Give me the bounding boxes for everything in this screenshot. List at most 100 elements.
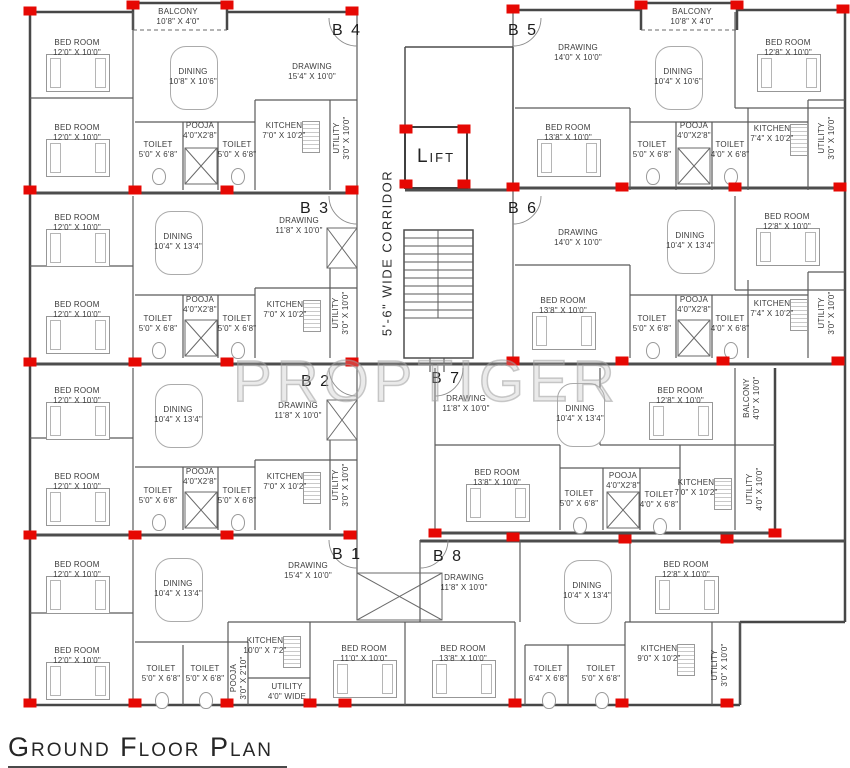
room-label: Toilet5'0" X 6'8" <box>139 486 178 506</box>
bed-icon <box>532 312 596 350</box>
kitchen-counter-icon <box>790 299 808 331</box>
column-marker <box>508 698 522 708</box>
room-dimensions: 11'8" X 10'0" <box>440 583 488 592</box>
room-name: Kitchen <box>265 121 303 130</box>
room-label: Pooja4'0"X2'8" <box>677 295 711 315</box>
column-marker <box>220 698 234 708</box>
column-marker <box>730 0 744 10</box>
room-name: Toilet <box>715 140 745 149</box>
room-name: Utility <box>745 473 754 505</box>
column-marker <box>345 357 359 367</box>
room-name: Kitchen <box>753 299 791 308</box>
toilet-icon <box>152 514 166 531</box>
room-label: Balcony4'0" X 10'0" <box>742 376 762 419</box>
column-marker <box>716 356 730 366</box>
room-name: Dining <box>163 232 193 241</box>
room-name: Toilet <box>564 489 594 498</box>
column-marker <box>615 356 629 366</box>
room-name: Drawing <box>279 216 319 225</box>
room-name: Pooja <box>679 121 709 130</box>
room-name: Drawing <box>558 228 598 237</box>
room-name: Utility <box>331 297 340 329</box>
dining-table-icon <box>667 210 715 274</box>
column-marker <box>506 356 520 366</box>
column-marker <box>23 698 37 708</box>
room-name: Utility <box>817 122 826 154</box>
column-marker <box>399 124 413 134</box>
room-name: Utility <box>332 122 341 154</box>
room-dimensions: 12'0" X 10'0" <box>53 310 101 319</box>
room-label: Toilet5'0" X 6'8" <box>218 140 257 160</box>
room-label: Drawing14'0" X 10'0" <box>554 228 602 248</box>
column-marker <box>343 530 357 540</box>
room-name: Balcony <box>158 7 198 16</box>
lift-shaft <box>404 46 514 189</box>
room-dimensions: 10'4" X 13'4" <box>563 591 611 600</box>
column-marker <box>634 0 648 10</box>
room-dimensions: 5'0" X 6'8" <box>138 150 178 159</box>
room-dimensions: 5'0" X 6'8" <box>581 674 621 683</box>
room-label: Kitchen7'4" X 10'2" <box>750 299 793 319</box>
column-marker <box>836 4 850 14</box>
toilet-icon <box>199 692 213 709</box>
corridor-label: 5'-6" WIDE CORRIDOR <box>379 169 395 337</box>
room-dimensions: 12'0" X 10'0" <box>53 482 101 491</box>
room-dimensions: 5'0" X 6'8" <box>185 674 225 683</box>
toilet-icon <box>595 692 609 709</box>
bed-icon <box>655 576 719 614</box>
column-marker <box>338 698 352 708</box>
room-dimensions: 12'8" X 10'0" <box>763 222 811 231</box>
room-label: Drawing11'8" X 10'0" <box>274 401 321 421</box>
room-label: Kitchen7'0" X 10'2" <box>263 472 306 492</box>
room-label: Bed Room12'0" X 10'0" <box>53 386 101 406</box>
room-dimensions: 12'0" X 10'0" <box>53 48 101 57</box>
room-dimensions: 3'0" X 2'10" <box>239 656 248 700</box>
room-name: Utility <box>817 297 826 329</box>
room-label: Drawing11'8" X 10'0" <box>440 573 487 593</box>
room-dimensions: 12'8" X 10'0" <box>764 48 812 57</box>
room-dimensions: 11'8" X 10'0" <box>274 411 322 420</box>
room-name: Drawing <box>292 62 332 71</box>
room-dimensions: 5'0" X 6'8" <box>559 499 599 508</box>
room-name: Dining <box>663 67 693 76</box>
room-label: Utility4'0" X 10'0" <box>745 467 765 510</box>
room-dimensions: 4'0"X2'8" <box>606 481 640 490</box>
kitchen-counter-icon <box>303 300 321 332</box>
room-name: Drawing <box>446 394 486 403</box>
room-dimensions: 10'8" X 10'6" <box>169 77 217 86</box>
column-marker <box>506 532 520 542</box>
room-name: Toilet <box>143 314 173 323</box>
room-label: Bed Room12'0" X 10'0" <box>53 213 101 233</box>
room-label: Utility3'0" X 10'0" <box>331 291 351 334</box>
room-name: Kitchen <box>640 644 678 653</box>
column-marker <box>23 6 37 16</box>
unit-label-b3: B 3 <box>299 200 331 217</box>
room-label: Toilet4'0" X 6'8" <box>711 140 750 160</box>
room-label: Kitchen7'4" X 10'2" <box>750 124 793 144</box>
room-dimensions: 10'4" X 13'4" <box>154 415 202 424</box>
room-name: Bed Room <box>341 644 387 653</box>
staircase <box>403 229 474 359</box>
room-label: Toilet4'0" X 6'8" <box>711 314 750 334</box>
column-marker <box>345 185 359 195</box>
room-dimensions: 10'4" X 13'4" <box>556 414 604 423</box>
column-marker <box>457 124 471 134</box>
room-label: Dining10'4" X 13'4" <box>154 405 202 425</box>
room-name: Bed Room <box>54 560 100 569</box>
room-dimensions: 4'0" Wide <box>267 692 307 701</box>
bed-icon <box>757 54 821 92</box>
room-label: Toilet5'0" X 6'8" <box>560 489 599 509</box>
room-dimensions: 10'4" X 13'4" <box>154 242 202 251</box>
room-name: Drawing <box>444 573 484 582</box>
room-dimensions: 13'8" X 10'0" <box>439 654 487 663</box>
room-name: Dining <box>163 405 193 414</box>
room-label: Toilet5'0" X 6'8" <box>218 314 257 334</box>
room-label: Kitchen9'0" X 10'2" <box>637 644 680 664</box>
bed-icon <box>46 139 110 177</box>
room-name: Bed Room <box>663 560 709 569</box>
room-dimensions: 9'0" X 10'2" <box>637 654 681 663</box>
bed-icon <box>46 576 110 614</box>
